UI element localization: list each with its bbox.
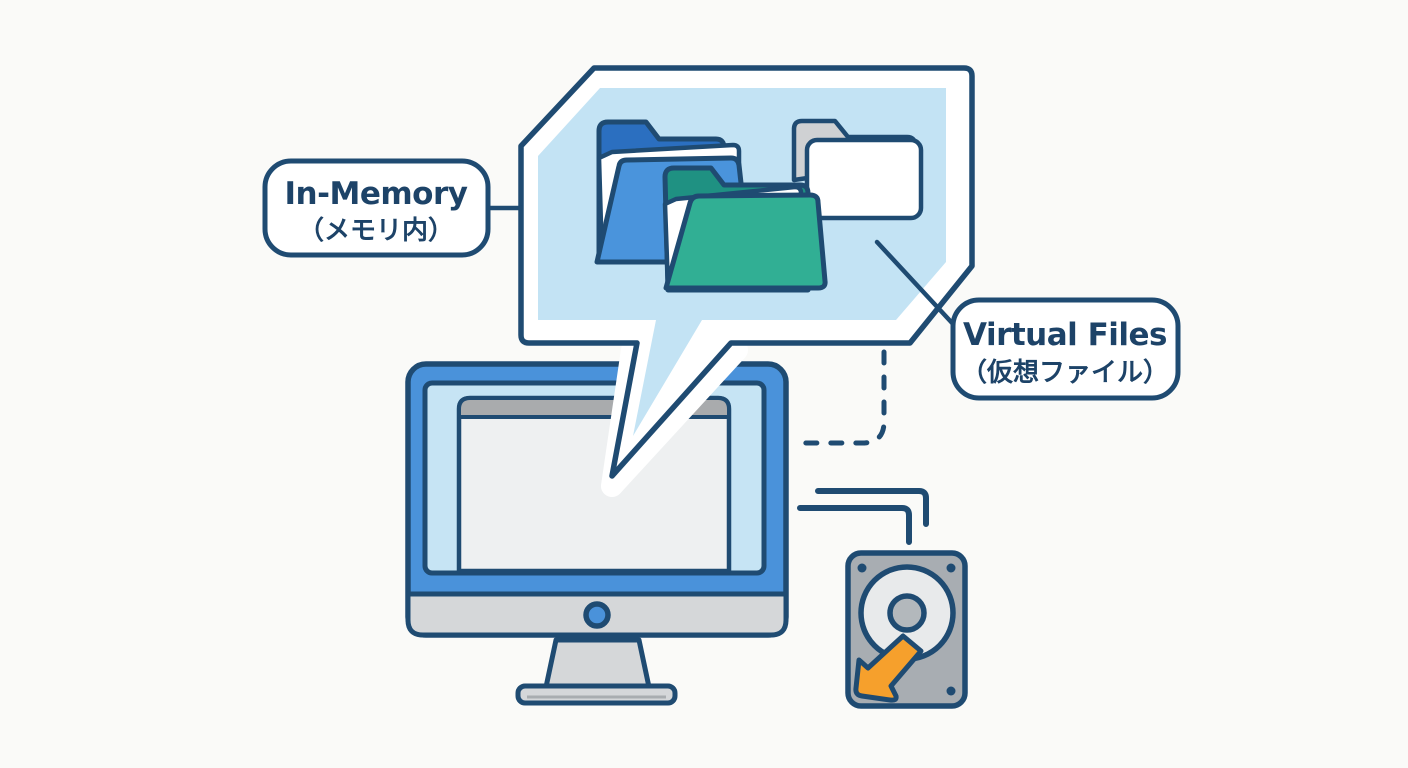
virtual-files-label: Virtual Files （仮想ファイル） <box>950 297 1181 401</box>
virtual-files-label-line1: Virtual Files <box>963 317 1167 353</box>
computer-monitor-icon <box>405 361 789 706</box>
in-memory-label: In-Memory （メモリ内） <box>262 158 522 258</box>
hdd-screw-top-right <box>946 563 956 573</box>
hdd-screw-top-left <box>857 563 867 573</box>
monitor-stand-neck <box>543 637 652 690</box>
hdd-hub <box>887 593 927 633</box>
double-corner-connector-lines <box>797 488 929 545</box>
folder-teal-front <box>663 192 828 291</box>
folder-white-body <box>804 137 924 221</box>
app-window <box>456 395 732 574</box>
monitor-stand-base <box>515 683 678 706</box>
power-dot <box>583 601 611 629</box>
hdd-actuator-arm <box>853 633 924 703</box>
in-memory-label-box <box>262 158 491 258</box>
in-memory-label-line1: In-Memory <box>285 176 468 212</box>
hard-disk-drive-icon <box>845 550 968 709</box>
transfer-line-lower <box>797 505 912 545</box>
in-memory-label-line2: （メモリ内） <box>298 216 454 246</box>
virtual-files-label-line2: （仮想ファイル） <box>961 358 1169 388</box>
virtual-files-label-box <box>950 297 1181 401</box>
transfer-line-upper <box>815 488 929 527</box>
dashed-connector-line <box>789 349 887 446</box>
folder-icon-white <box>791 118 924 221</box>
folder-icon-teal <box>662 165 828 293</box>
hdd-screw-bottom-right <box>946 686 956 696</box>
